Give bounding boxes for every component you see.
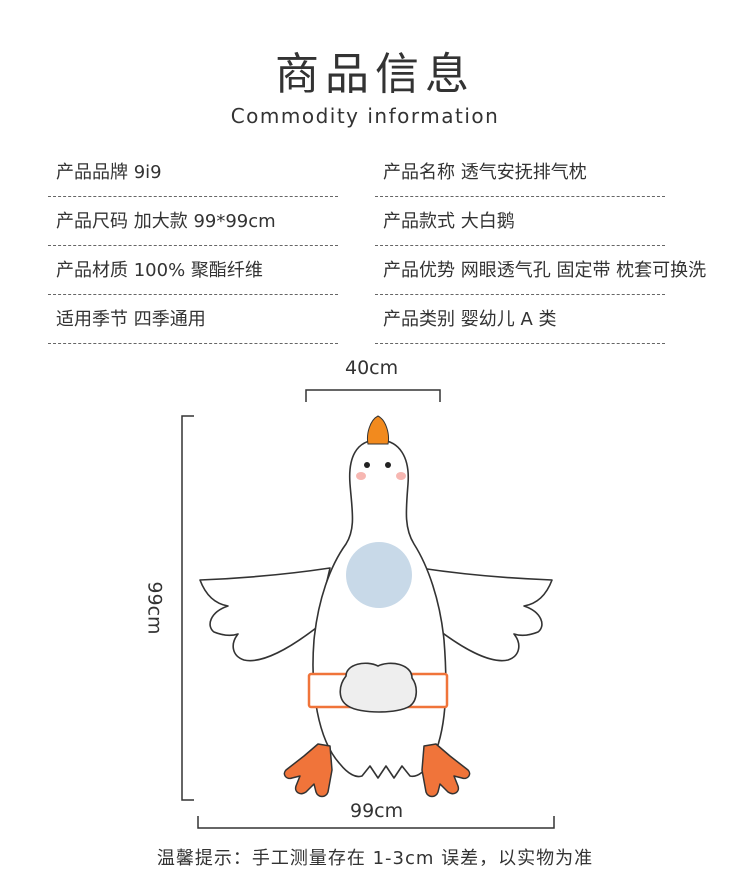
right-eye-icon (385, 462, 391, 468)
spec-product-name: 产品名称 透气安抚排气枕 (375, 150, 665, 197)
spec-product-name-text: 产品名称 透气安抚排气枕 (383, 162, 587, 183)
page-title: 商品信息 (275, 49, 475, 100)
spec-material-text: 产品材质 100% 聚酯纤维 (56, 260, 263, 281)
height-bracket (181, 415, 194, 801)
spec-table: 产品品牌 9i9 产品名称 透气安抚排气枕 产品尺码 加大款 99*99cm 产… (0, 150, 750, 355)
goose-beak (367, 415, 389, 445)
footer-note: 温馨提示：手工测量存在 1-3cm 误差，以实物为准 (156, 848, 594, 869)
spec-category: 产品类别 婴幼儿 A 类 (375, 297, 665, 344)
left-cheek (356, 472, 366, 480)
right-wing (419, 567, 553, 662)
strap-pad (339, 662, 418, 713)
right-cheek (396, 472, 406, 480)
neck-width-label: 40cm (345, 357, 399, 379)
spec-season: 适用季节 四季通用 (48, 297, 338, 344)
spec-advantage-text: 产品优势 网眼透气孔 固定带 枕套可换洗 (383, 260, 707, 281)
height-label: 99cm (143, 581, 166, 635)
spec-size-text: 产品尺码 加大款 99*99cm (56, 211, 276, 232)
spec-material: 产品材质 100% 聚酯纤维 (48, 248, 338, 295)
goose-body (312, 439, 447, 779)
spec-size: 产品尺码 加大款 99*99cm (48, 199, 338, 246)
left-eye-icon (364, 462, 370, 468)
spec-style: 产品款式 大白鹅 (375, 199, 665, 246)
mesh-vent-circle (346, 542, 412, 608)
spec-category-text: 产品类别 婴幼儿 A 类 (383, 309, 557, 330)
right-foot (421, 743, 471, 798)
spec-brand-text: 产品品牌 9i9 (56, 162, 162, 183)
spec-style-text: 产品款式 大白鹅 (383, 211, 515, 232)
neck-width-bracket (305, 389, 441, 402)
width-bracket (197, 816, 555, 829)
spec-brand: 产品品牌 9i9 (48, 150, 338, 197)
spec-season-text: 适用季节 四季通用 (56, 309, 206, 330)
spec-advantage: 产品优势 网眼透气孔 固定带 枕套可换洗 (375, 248, 706, 295)
left-wing (199, 567, 331, 662)
width-label: 99cm (350, 800, 404, 822)
page-subtitle: Commodity information (230, 104, 500, 128)
left-foot (283, 743, 333, 798)
